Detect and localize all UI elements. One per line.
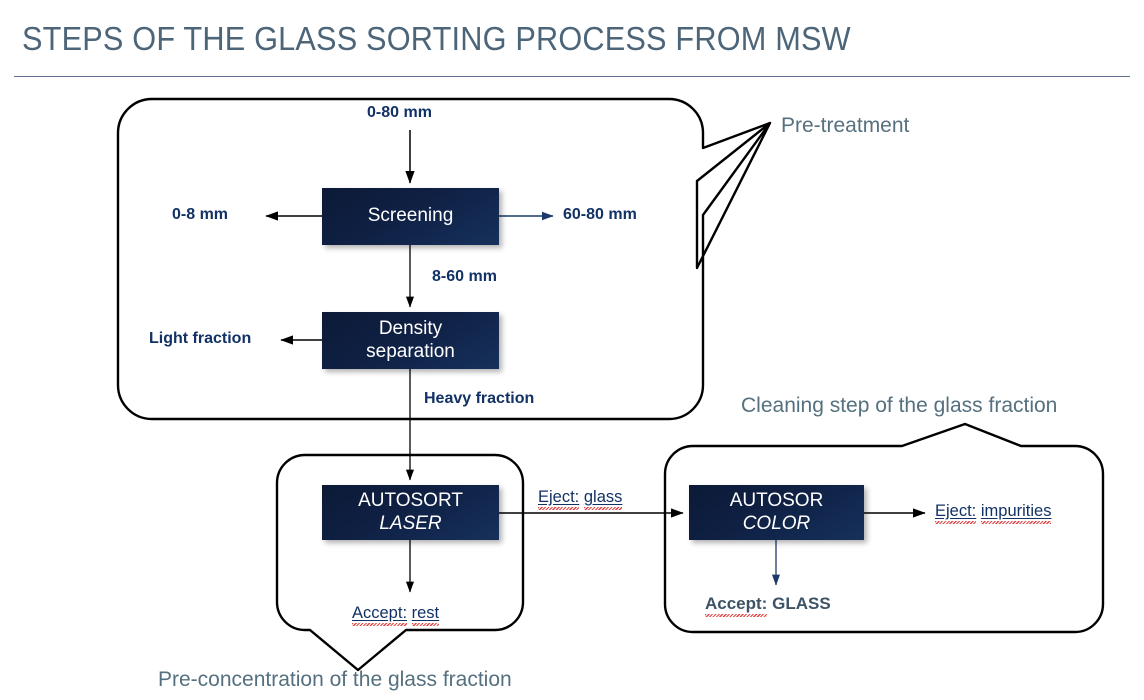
- process-box-autosort-laser[interactable]: AUTOSORT LASER: [322, 485, 499, 540]
- page-title: STEPS OF THE GLASS SORTING PROCESS FROM …: [22, 20, 851, 57]
- flow-label-screening-right-60-80mm: 60-80 mm: [563, 206, 637, 223]
- process-box-density-separation[interactable]: Density separation: [322, 312, 499, 369]
- process-box-density-line1: Density: [378, 318, 443, 340]
- heavy-fraction-word-heavy: Heavy fraction: [424, 390, 535, 407]
- eject-glass-value: glass: [583, 488, 623, 506]
- accept-glass-prefix: Accept:: [705, 594, 768, 613]
- process-box-autosort-laser-line1: AUTOSORT: [358, 490, 463, 512]
- accept-rest-prefix: Accept:: [352, 604, 408, 622]
- link-label-eject-impurities: Eject: impurities: [935, 502, 1051, 521]
- link-label-eject-glass: Eject: glass: [538, 488, 622, 507]
- accept-glass-value: GLASS: [772, 594, 831, 613]
- flow-label-screening-left-0-8mm: 0-8 mm: [172, 206, 229, 223]
- flow-label-density-left-light-fraction: Light fraction: [149, 330, 252, 347]
- link-label-accept-rest: Accept: rest: [352, 604, 439, 623]
- caption-pre-treatment: Pre-treatment: [781, 114, 910, 137]
- eject-impurities-prefix: Eject:: [935, 502, 977, 520]
- process-box-autosort-color-line2: COLOR: [742, 512, 811, 534]
- process-box-screening[interactable]: Screening: [322, 188, 499, 245]
- process-box-screening-label: Screening: [367, 205, 454, 227]
- flow-label-screening-down-8-60mm: 8-60 mm: [432, 268, 497, 285]
- accept-rest-value: rest: [411, 604, 440, 622]
- process-box-autosort-color-line1: AUTOSOR: [729, 490, 824, 512]
- process-box-autosort-color[interactable]: AUTOSOR COLOR: [689, 485, 864, 540]
- process-box-density-line2: separation: [366, 340, 455, 362]
- caption-cleaning-step: Cleaning step of the glass fraction: [741, 394, 1058, 417]
- title-divider: [14, 76, 1130, 77]
- caption-pre-concentration: Pre-concentration of the glass fraction: [158, 668, 512, 691]
- eject-impurities-value: impurities: [980, 502, 1052, 520]
- eject-glass-prefix: Eject:: [538, 488, 580, 506]
- link-label-accept-glass: Accept: GLASS: [705, 594, 831, 614]
- pre-treatment-callout-shape: [116, 97, 772, 421]
- process-box-autosort-laser-line2: LASER: [379, 512, 442, 534]
- flow-label-density-down-heavy-fraction: Heavy fraction: [424, 390, 534, 408]
- flow-label-input-0-80mm: 0-80 mm: [367, 104, 432, 121]
